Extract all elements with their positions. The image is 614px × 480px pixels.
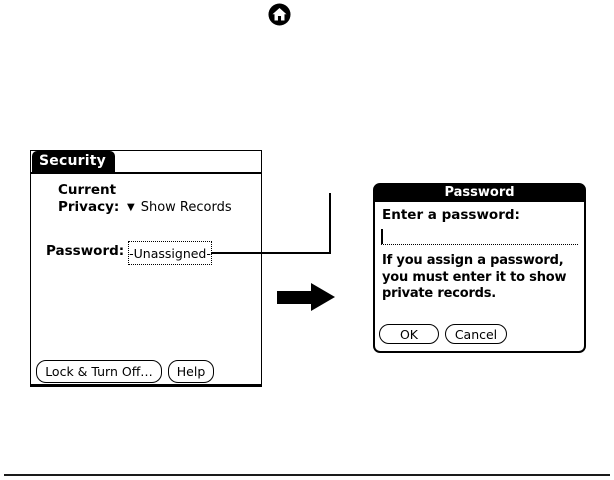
help-button[interactable]: Help [168,360,214,383]
cancel-button[interactable]: Cancel [445,324,507,344]
password-input[interactable] [381,227,578,245]
callout-line-vertical [329,193,331,254]
privacy-label-line2: Privacy: [58,199,120,215]
lock-turn-off-button[interactable]: Lock & Turn Off… [36,360,162,383]
home-icon[interactable] [268,3,291,26]
privacy-dropdown-value: Show Records [140,200,232,215]
privacy-label-line1: Current [58,182,117,198]
password-dialog-title: Password [375,185,584,202]
password-value: -Unassigned- [129,245,211,261]
home-icon-glyph [268,3,291,26]
security-screen: Security Current Privacy: ▼ Show Records… [30,150,262,387]
dropdown-arrow-icon: ▼ [127,202,135,213]
right-arrow-head-icon [311,283,335,311]
privacy-dropdown[interactable]: ▼ Show Records [127,199,232,216]
security-title: Security [39,153,106,169]
password-dialog: Password Enter a password: If you assign… [373,183,586,353]
right-arrow-icon [277,291,315,304]
ok-button[interactable]: OK [379,324,439,344]
password-prompt: Enter a password: [382,207,520,223]
security-title-rule [31,172,261,174]
password-message: If you assign a password, you must enter… [382,253,567,301]
text-caret-icon [381,229,383,244]
password-value-box[interactable]: -Unassigned- [128,241,212,265]
callout-line-horizontal [211,252,330,254]
password-label: Password: [46,243,125,259]
security-title-tab: Security [32,151,115,173]
page-bottom-rule [4,474,610,476]
